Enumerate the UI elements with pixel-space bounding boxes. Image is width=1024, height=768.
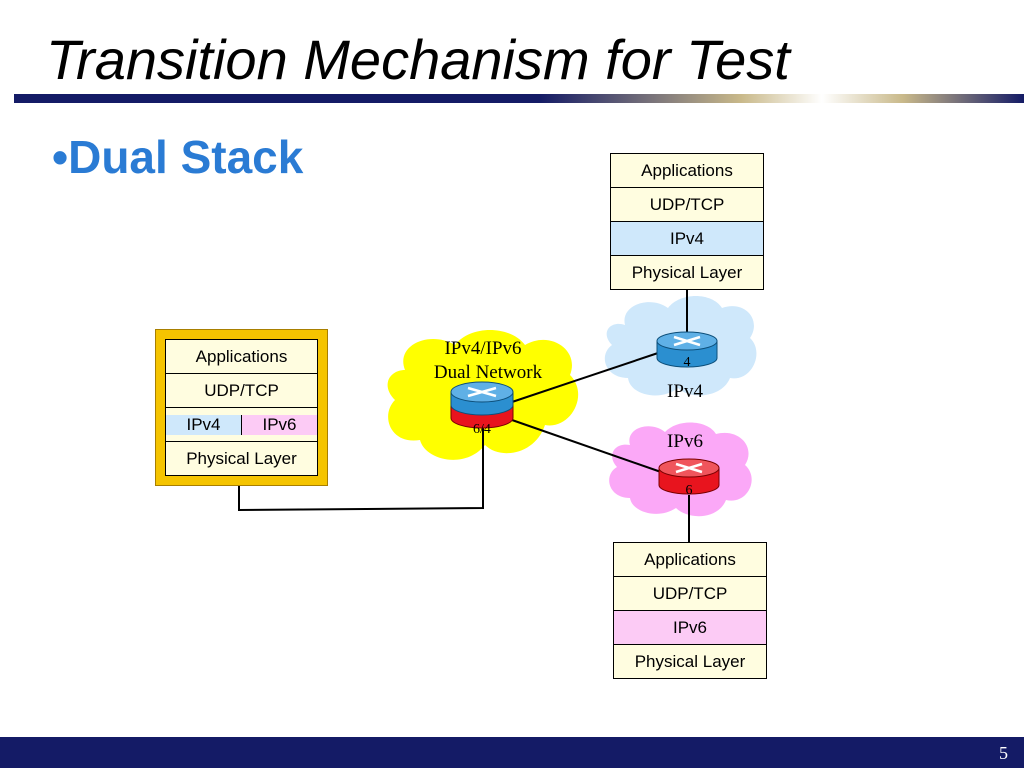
dual-router-label: 6/4 <box>473 422 491 437</box>
dual-stack-protocol-stack: Applications UDP/TCP IPv4 IPv6 Physical … <box>165 339 318 476</box>
link-dual-router-to-ipv4-router <box>511 352 659 403</box>
ipv6-host-protocol-stack: Applications UDP/TCP IPv6 Physical Layer <box>613 542 767 679</box>
layer-physical: Physical Layer <box>186 449 297 468</box>
dual-stack-host: Applications UDP/TCP IPv4 IPv6 Physical … <box>155 329 328 486</box>
router-icon <box>656 331 718 368</box>
layer-transport: UDP/TCP <box>614 577 766 611</box>
layer-ipv6: IPv6 <box>614 611 766 645</box>
ipv4-router-label: 4 <box>684 355 691 370</box>
layer-applications: Applications <box>614 543 766 577</box>
ipv4-cloud-label: IPv4 <box>667 381 703 402</box>
footer-bar: 5 <box>0 737 1024 768</box>
bullet-text: Dual Stack <box>68 131 304 183</box>
router-icon <box>450 381 514 429</box>
router-icon <box>658 458 720 495</box>
layer-applications: Applications <box>611 154 763 188</box>
ipv6-cloud-label: IPv6 <box>667 431 703 452</box>
layer-ipv6: IPv6 <box>242 414 317 435</box>
bullet-dual-stack: •Dual Stack <box>52 131 304 183</box>
layer-applications: Applications <box>166 340 317 374</box>
link-dual-host-to-dual-router <box>238 425 484 512</box>
ipv4-host-protocol-stack: Applications UDP/TCP IPv4 Physical Layer <box>610 153 764 290</box>
link-dual-router-to-ipv6-router <box>511 419 662 473</box>
layer-ipv4: IPv4 <box>611 222 763 256</box>
layer-physical: Physical Layer <box>634 652 746 671</box>
layer-ipv4: IPv4 <box>166 414 242 435</box>
page-number: 5 <box>999 743 1008 763</box>
layer-physical: Physical Layer <box>631 263 743 282</box>
ipv6-router-label: 6 <box>686 483 693 498</box>
layer-transport: UDP/TCP <box>166 374 317 408</box>
slide-title: Transition Mechanism for Test <box>46 28 790 91</box>
dual-network-label-line1: IPv4/IPv6 <box>444 338 521 359</box>
title-divider <box>14 94 1024 103</box>
layer-transport: UDP/TCP <box>611 188 763 222</box>
dual-network-label-line2: Dual Network <box>434 362 543 383</box>
layer-network: IPv4 IPv6 <box>166 408 317 442</box>
